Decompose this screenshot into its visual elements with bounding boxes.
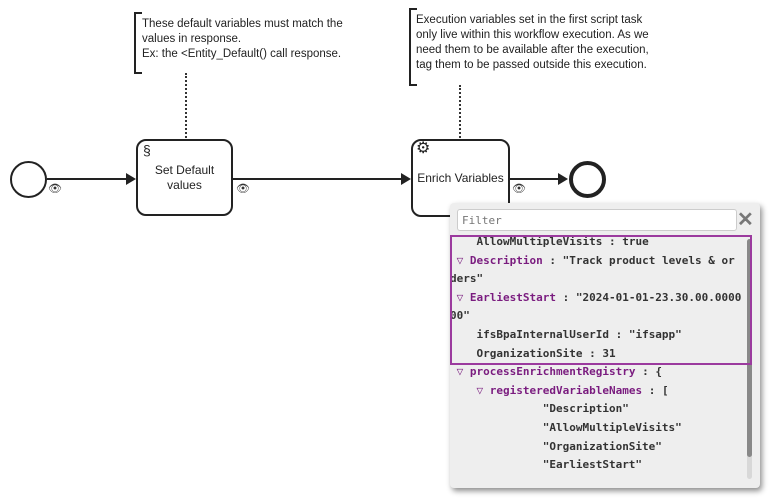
variable-key: Description — [469, 253, 543, 267]
highlight-box — [450, 235, 752, 365]
annotation-bracket — [134, 12, 142, 74]
tree-row: ifsBpaInternalUserId : "ifsapp" — [450, 326, 750, 345]
variable-value: : "Track product levels & or — [542, 253, 735, 267]
tree-row: "OrganizationSite" — [450, 438, 750, 457]
annotation-line: only live within this workflow execution… — [416, 29, 649, 41]
annotation-line: Ex: the <Entity_Default() call response. — [142, 48, 342, 60]
annotation-default-variables[interactable]: These default variables must match the va… — [142, 17, 343, 62]
variable-value: ders" — [450, 272, 484, 286]
expand-toggle-icon[interactable]: ▽ — [456, 365, 470, 379]
eye-icon[interactable]: 👁 — [48, 183, 62, 195]
tree-row: 00" — [450, 307, 750, 326]
variable-value: "AllowMultipleVisits" — [542, 420, 682, 434]
annotation-line: need them to be available after the exec… — [416, 44, 649, 56]
variables-popup: ✕ AllowMultipleVisits : true ▽ Descripti… — [450, 203, 760, 488]
eye-icon[interactable]: 👁 — [512, 183, 526, 195]
variable-key: registeredVariableNames — [489, 383, 643, 397]
expand-toggle-icon[interactable]: ▽ — [456, 290, 470, 304]
annotation-bracket — [409, 8, 417, 86]
end-event[interactable] — [569, 161, 606, 198]
variable-key: EarliestStart — [469, 290, 556, 304]
variable-value: : { — [635, 365, 662, 379]
tree-row: OrganizationSite : 31 — [450, 345, 750, 364]
expand-toggle-icon[interactable]: ▽ — [476, 383, 490, 397]
variable-value: : "2024-01-01-23.30.00.0000 — [555, 290, 742, 304]
variable-value: "EarliestStart" — [542, 458, 643, 472]
tree-row[interactable]: ▽ registeredVariableNames : [ — [450, 382, 750, 401]
filter-input[interactable] — [457, 209, 737, 231]
annotation-line: values in response. — [142, 33, 242, 45]
tree-row: "AllowMultipleVisits" — [450, 419, 750, 438]
variable-key: ifsBpaInternalUserId — [476, 327, 609, 341]
variable-value: : [ — [642, 383, 669, 397]
variable-value: "Description" — [542, 402, 629, 416]
annotation-line: Execution variables set in the first scr… — [416, 14, 643, 26]
tree-row: "EarliestStart" — [450, 456, 750, 475]
variable-value: : true — [602, 235, 649, 248]
variable-tree: AllowMultipleVisits : true ▽ Description… — [450, 233, 750, 475]
sequence-flow[interactable] — [510, 178, 560, 180]
task-label: values — [167, 177, 202, 192]
start-event[interactable] — [10, 161, 47, 198]
script-icon: § — [143, 142, 151, 158]
variable-key: processEnrichmentRegistry — [469, 365, 636, 379]
task-label: Enrich Variables — [417, 170, 504, 185]
sequence-flow[interactable] — [233, 178, 403, 180]
variable-key: AllowMultipleVisits — [476, 235, 603, 248]
association-line — [185, 73, 187, 138]
variable-key: OrganizationSite — [476, 346, 583, 360]
variable-value: "OrganizationSite" — [542, 439, 662, 453]
expand-toggle-icon[interactable]: ▽ — [456, 253, 470, 267]
tree-row: "Description" — [450, 400, 750, 419]
tree-row[interactable]: ▽ processEnrichmentRegistry : { — [450, 363, 750, 382]
annotation-line: These default variables must match the — [142, 18, 343, 30]
close-icon[interactable]: ✕ — [737, 209, 754, 231]
tree-row[interactable]: ▽ Description : "Track product levels & … — [450, 252, 750, 271]
annotation-execution-variables[interactable]: Execution variables set in the first scr… — [416, 13, 649, 73]
task-label: Set Default — [154, 162, 215, 177]
variable-value: : "ifsapp" — [608, 327, 682, 341]
tree-row[interactable]: ▽ EarliestStart : "2024-01-01-23.30.00.0… — [450, 289, 750, 308]
gear-icon: ⚙ — [416, 140, 431, 157]
tree-row: ders" — [450, 270, 750, 289]
tree-row: AllowMultipleVisits : true — [450, 233, 750, 252]
arrowhead-icon — [401, 173, 411, 185]
annotation-line: tag them to be passed outside this execu… — [416, 59, 647, 71]
sequence-flow[interactable] — [47, 178, 127, 180]
variable-value: 00" — [450, 309, 470, 323]
scrollbar-thumb[interactable] — [747, 239, 752, 457]
association-line — [459, 85, 461, 138]
arrowhead-icon — [558, 173, 568, 185]
arrowhead-icon — [126, 173, 136, 185]
eye-icon[interactable]: 👁 — [236, 183, 250, 195]
variable-value: : 31 — [582, 346, 616, 360]
